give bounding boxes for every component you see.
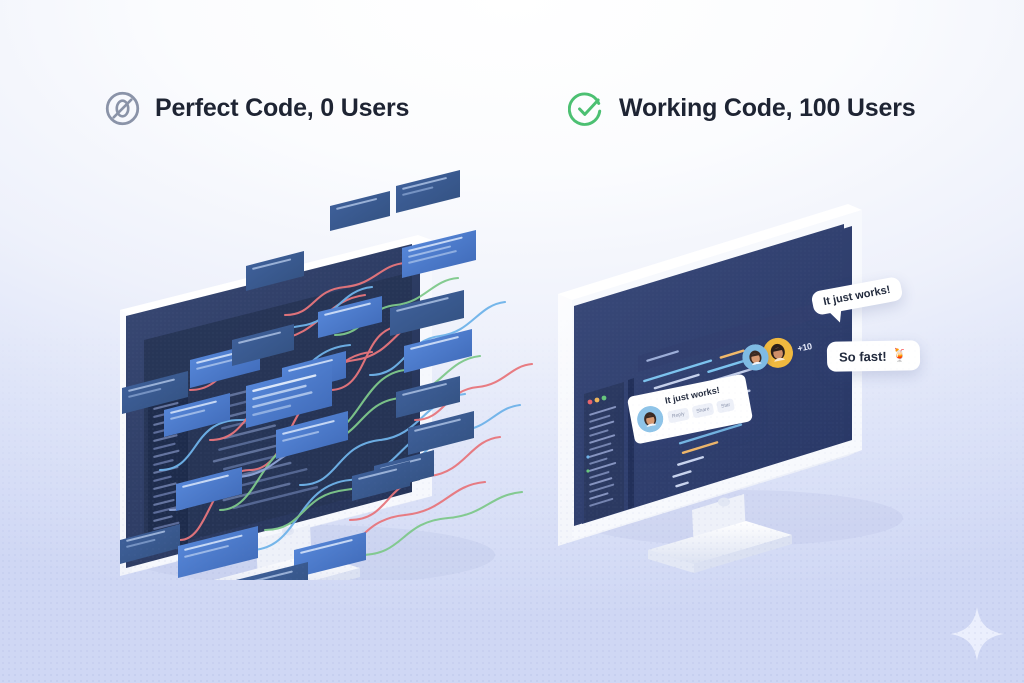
- left-monitor-illustration: [60, 140, 540, 580]
- no-users-slashed-circle-icon: [105, 91, 140, 126]
- monitor-stand: [648, 494, 792, 573]
- left-monitor-svg: [120, 170, 534, 580]
- active-users-avatars: +10: [740, 331, 815, 374]
- left-header: Perfect Code, 0 Users: [104, 90, 409, 127]
- speech-bubble-so-fast: So fast! 🍹: [826, 340, 921, 372]
- notification-chip-reply[interactable]: Reply: [667, 407, 690, 424]
- left-header-title: Perfect Code, 0 Users: [155, 94, 410, 122]
- avatar-user-2-face: [762, 337, 793, 368]
- notification-chip-share[interactable]: Share: [691, 402, 715, 419]
- notification-avatar: [635, 403, 666, 435]
- right-header-title: Working Code, 100 Users: [619, 94, 916, 122]
- notification-chip-star[interactable]: Star: [716, 398, 736, 414]
- avatar-user-1-face: [742, 344, 769, 371]
- notification-avatar-face: [637, 406, 664, 433]
- floating-card-cluster: [120, 170, 476, 580]
- avatar-user-2: [760, 335, 795, 370]
- highlighted-tooltip-card: [246, 364, 332, 428]
- avatar-overflow-count: +10: [796, 341, 813, 354]
- sparkle-star-icon: [950, 607, 1004, 661]
- speech-bubble-2-text: So fast!: [838, 348, 887, 365]
- speech-bubble-2-emoji: 🍹: [891, 347, 908, 363]
- notification-card[interactable]: It just works! Reply Share Star: [626, 373, 754, 445]
- right-monitor-illustration: [528, 158, 928, 578]
- speech-bubble-1-tail: [828, 309, 844, 325]
- avatar-user-1: [740, 342, 771, 373]
- right-monitor-svg: [558, 204, 903, 573]
- right-header: Working Code, 100 Users: [568, 90, 916, 127]
- check-circle-icon: [568, 92, 602, 126]
